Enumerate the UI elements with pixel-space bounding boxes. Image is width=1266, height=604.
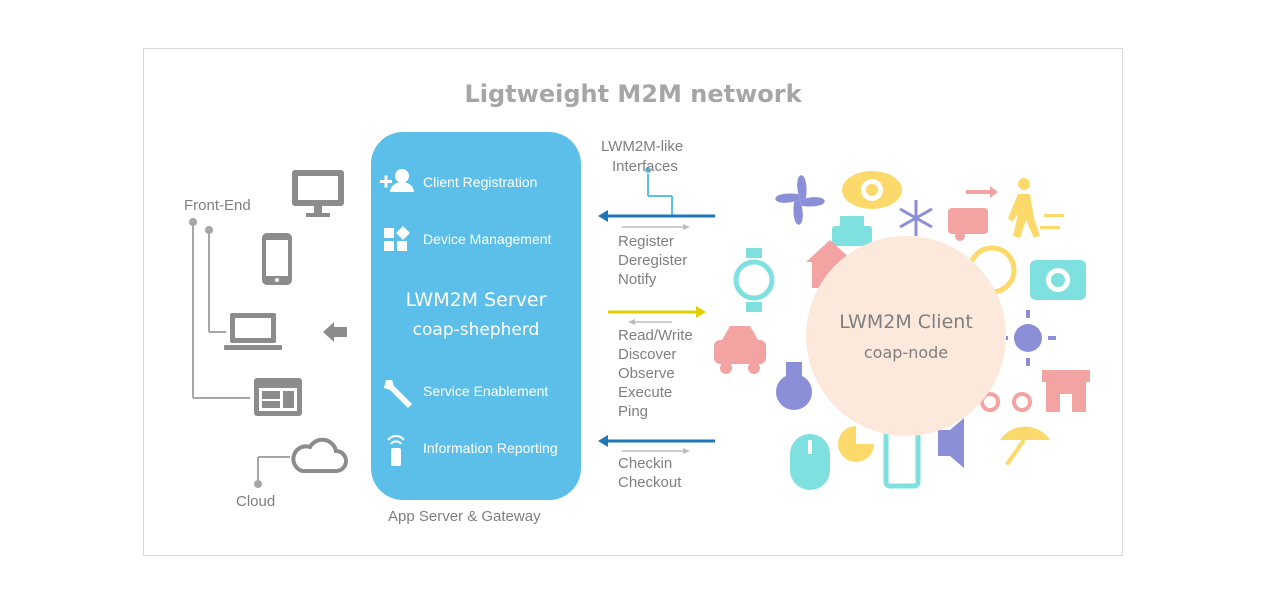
shop-icon — [1042, 370, 1090, 412]
eye-icon — [842, 171, 902, 209]
interface-checkout: Checkout — [618, 474, 682, 491]
interface-discover: Discover — [618, 346, 677, 363]
information-reporting-label: Information Reporting — [423, 440, 558, 456]
connector-dot — [254, 480, 262, 488]
browser-icon — [254, 378, 302, 416]
interface-ping: Ping — [618, 403, 649, 420]
interface-register: Register — [618, 233, 674, 250]
interface-connector — [647, 174, 673, 216]
add-user-icon — [380, 169, 414, 192]
lightbulb-icon — [776, 362, 812, 410]
frontend-label: Front-End — [184, 197, 251, 214]
mouse-icon — [790, 434, 830, 490]
left-arrow-icon — [323, 322, 347, 342]
monitor-icon — [292, 170, 344, 217]
snowflake-icon — [899, 200, 933, 236]
arrow-head — [598, 210, 608, 222]
pedestrian-icon — [1008, 178, 1064, 238]
wrench-icon — [384, 380, 412, 408]
connector-dot — [189, 218, 197, 226]
beacon-body — [391, 448, 401, 466]
laptop-icon — [224, 313, 282, 350]
device-management-label: Device Management — [423, 231, 552, 247]
server-subtitle: coap-shepherd — [412, 320, 540, 340]
umbrella-icon — [1000, 426, 1050, 466]
server-title: LWM2M Server — [405, 289, 547, 311]
motorbike-icon — [980, 392, 1032, 412]
arrow-head — [696, 306, 706, 318]
camper-icon — [948, 186, 998, 241]
interface-execute: Execute — [618, 384, 673, 401]
client-registration-label: Client Registration — [423, 174, 538, 190]
frontend-connectors — [192, 222, 290, 484]
fan-icon — [775, 175, 825, 225]
printer-icon — [832, 216, 872, 246]
lwm2m-client-circle — [806, 236, 1006, 436]
pie-icon — [838, 426, 874, 462]
beacon-icon — [387, 435, 405, 445]
client-title: LWM2M Client — [839, 311, 973, 333]
camera-icon — [1030, 260, 1086, 300]
interfaces-heading-line1: LWM2M-like — [601, 138, 684, 155]
interface-observe: Observe — [618, 365, 675, 382]
connector-dot — [205, 226, 213, 234]
interface-checkin: Checkin — [618, 455, 673, 472]
phone-icon — [262, 233, 292, 285]
interfaces-heading-line2: Interfaces — [612, 158, 678, 175]
cloud-label: Cloud — [236, 493, 276, 510]
lwm2m-server-panel — [371, 132, 581, 500]
interface-read-write: Read/Write — [618, 327, 693, 344]
cloud-icon — [291, 437, 348, 473]
client-subtitle: coap-node — [863, 343, 949, 362]
interface-deregister: Deregister — [618, 252, 688, 269]
interface-notify: Notify — [618, 271, 657, 288]
service-enablement-label: Service Enablement — [423, 383, 549, 399]
arrow-head — [598, 435, 608, 447]
car-icon — [714, 326, 766, 374]
speaker-icon — [938, 418, 964, 468]
watch-icon — [733, 259, 775, 301]
diagram-title: Ligtweight M2M network — [464, 80, 802, 108]
device-management-icon — [384, 226, 410, 251]
server-caption: App Server & Gateway — [388, 508, 541, 525]
